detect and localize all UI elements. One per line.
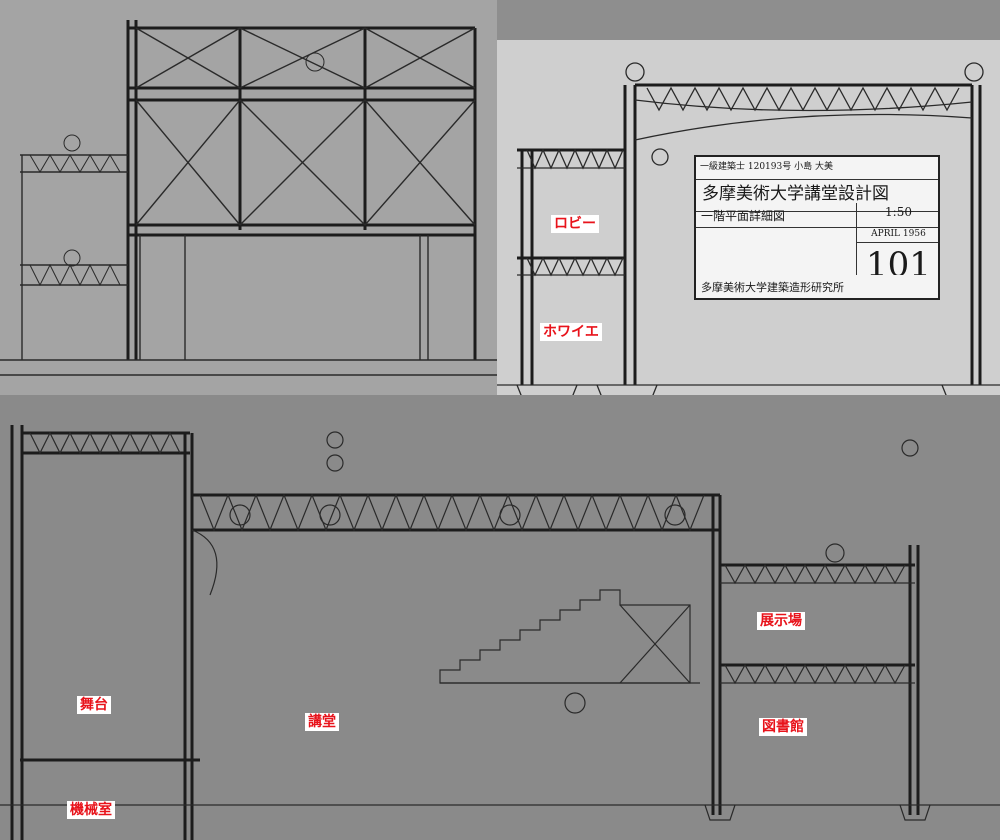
room-label-exhibition: 展示場: [757, 612, 805, 630]
room-label-library: 図書館: [759, 718, 807, 736]
room-label-stage: 舞台: [77, 696, 111, 714]
title-block: 一級建築士 120193号 小島 大美 多摩美術大学講堂設計図 一階平面詳細図 …: [694, 155, 940, 300]
title-block-scale: 1:50: [856, 203, 938, 227]
title-block-office: 多摩美術大学建築造形研究所: [701, 281, 844, 294]
drawing-panel-long-section: [0, 395, 1000, 840]
title-block-header: 一級建築士 120193号 小島 大美: [696, 157, 938, 180]
title-block-sheet-title: 一階平面詳細図: [701, 209, 786, 223]
title-block-sheet-number: 101: [856, 243, 938, 275]
section-lobby-drawing: [497, 62, 1000, 413]
drawing-panel-elevation: [0, 0, 497, 400]
room-label-lobby: ロビー: [551, 215, 599, 233]
room-label-foyer: ホワイエ: [540, 323, 602, 341]
room-label-auditorium: 講堂: [305, 713, 339, 731]
title-block-info-row: 一階平面詳細図 1:50: [696, 203, 938, 228]
title-block-date: APRIL 1956: [856, 227, 938, 243]
title-block-number-row: APRIL 1956 101: [696, 227, 938, 275]
frame-elevation-drawing: [0, 20, 497, 376]
title-block-project: 多摩美術大学講堂設計図: [696, 175, 938, 212]
room-label-machine-room: 機械室: [67, 801, 115, 819]
long-section-drawing: [0, 425, 1000, 840]
